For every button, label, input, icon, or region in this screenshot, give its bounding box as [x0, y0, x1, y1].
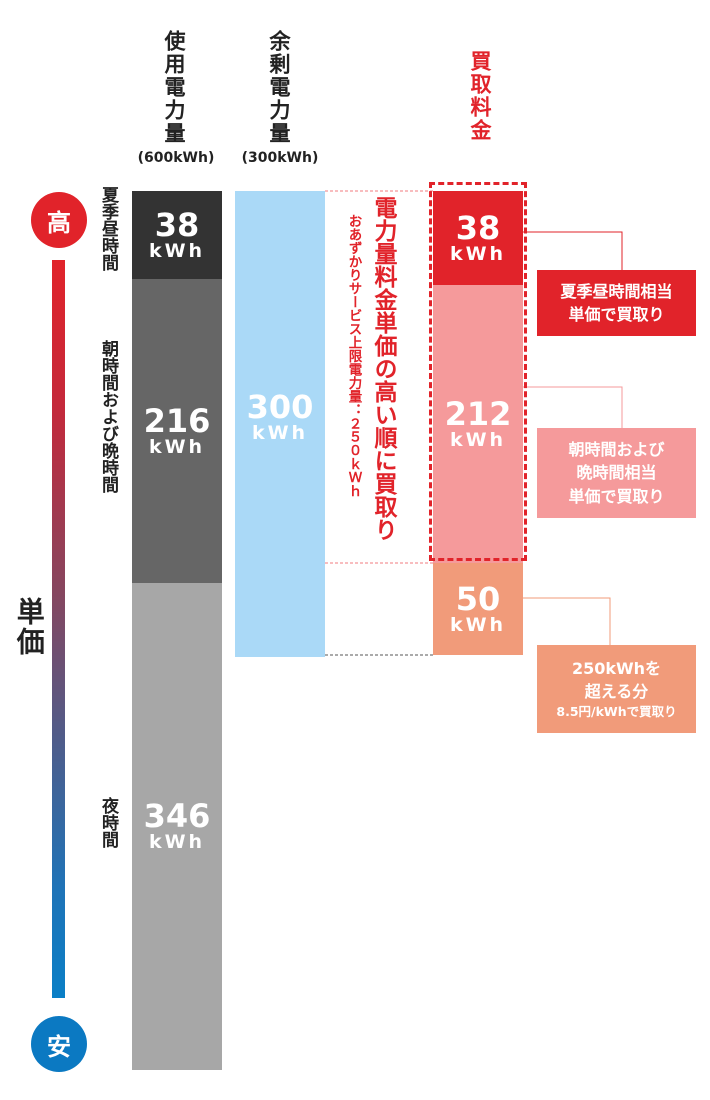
- surplus-header-unit: (300kWh): [241, 150, 319, 166]
- callout-morning-evening-line3: 単価で買取り: [568, 486, 665, 506]
- purchase-excess-value: 50: [455, 579, 501, 618]
- callout-morning-evening-line1: 朝時間および: [568, 440, 665, 460]
- period-label-morning-evening: 朝時間および晩時間: [98, 340, 119, 493]
- purchase-header-title: 買取料金: [468, 50, 492, 142]
- unit-price-label: 単価: [12, 597, 46, 657]
- callout-summer: 夏季昼時間相当 単価で買取り: [537, 270, 696, 336]
- leader-morning-evening: [523, 386, 623, 428]
- purchase-morning-evening-value: 212: [444, 394, 512, 433]
- unit-price-gradient-bar: [52, 260, 65, 998]
- high-price-badge: 高: [31, 192, 87, 248]
- callout-summer-line1: 夏季昼時間相当: [560, 281, 673, 301]
- callout-morning-evening: 朝時間および 晩時間相当 単価で買取り: [537, 428, 696, 518]
- annotation-main: 電力量料金単価の高い順に買取り: [370, 196, 396, 541]
- purchase-segment-morning-evening: 212 kWh: [433, 285, 523, 563]
- usage-morning-evening-unit: kWh: [148, 435, 206, 458]
- surplus-header-title: 余剰電力量: [267, 30, 291, 145]
- callout-excess-line3: 8.5円/kWhで買取り: [556, 704, 677, 720]
- usage-segment-morning-evening: 216 kWh: [132, 279, 222, 583]
- surplus-unit: kWh: [251, 422, 309, 444]
- usage-night-unit: kWh: [148, 831, 206, 854]
- purchase-segment-excess: 50 kWh: [433, 563, 523, 655]
- purchase-summer-value: 38: [455, 208, 501, 247]
- usage-segment-summer-day: 38 kWh: [132, 191, 222, 279]
- purchase-summer-unit: kWh: [449, 242, 507, 265]
- callout-summer-line2: 単価で買取り: [568, 305, 665, 324]
- usage-header-unit: (600kWh): [137, 150, 215, 166]
- callout-excess-line2: 超える分: [584, 681, 649, 701]
- usage-summer-day-unit: kWh: [148, 239, 206, 262]
- period-label-summer-day: 夏季昼時間: [98, 186, 119, 271]
- purchase-morning-evening-unit: kWh: [449, 428, 507, 451]
- purchase-segment-summer: 38 kWh: [433, 191, 523, 285]
- leader-excess: [523, 597, 611, 645]
- surplus-value: 300: [246, 388, 314, 426]
- period-label-night: 夜時間: [98, 797, 119, 848]
- usage-morning-evening-value: 216: [143, 401, 211, 440]
- usage-night-value: 346: [143, 797, 211, 836]
- low-price-badge: 安: [31, 1016, 87, 1072]
- purchase-excess-unit: kWh: [449, 613, 507, 636]
- limit-highlight-frame: [429, 182, 527, 561]
- annotation-sub: おあずかりサービス上限電力量：２５０ｋＷｈ: [345, 214, 362, 498]
- callout-excess: 250kWhを 超える分 8.5円/kWhで買取り: [537, 645, 696, 733]
- callout-excess-line1: 250kWhを: [571, 658, 662, 678]
- usage-segment-night: 346 kWh: [132, 583, 222, 1070]
- callout-morning-evening-line2: 晩時間相当: [576, 463, 657, 483]
- leader-summer: [523, 231, 623, 270]
- usage-summer-day-value: 38: [154, 205, 200, 244]
- surplus-bar: 300 kWh: [235, 191, 325, 657]
- usage-header-title: 使用電力量: [162, 30, 186, 145]
